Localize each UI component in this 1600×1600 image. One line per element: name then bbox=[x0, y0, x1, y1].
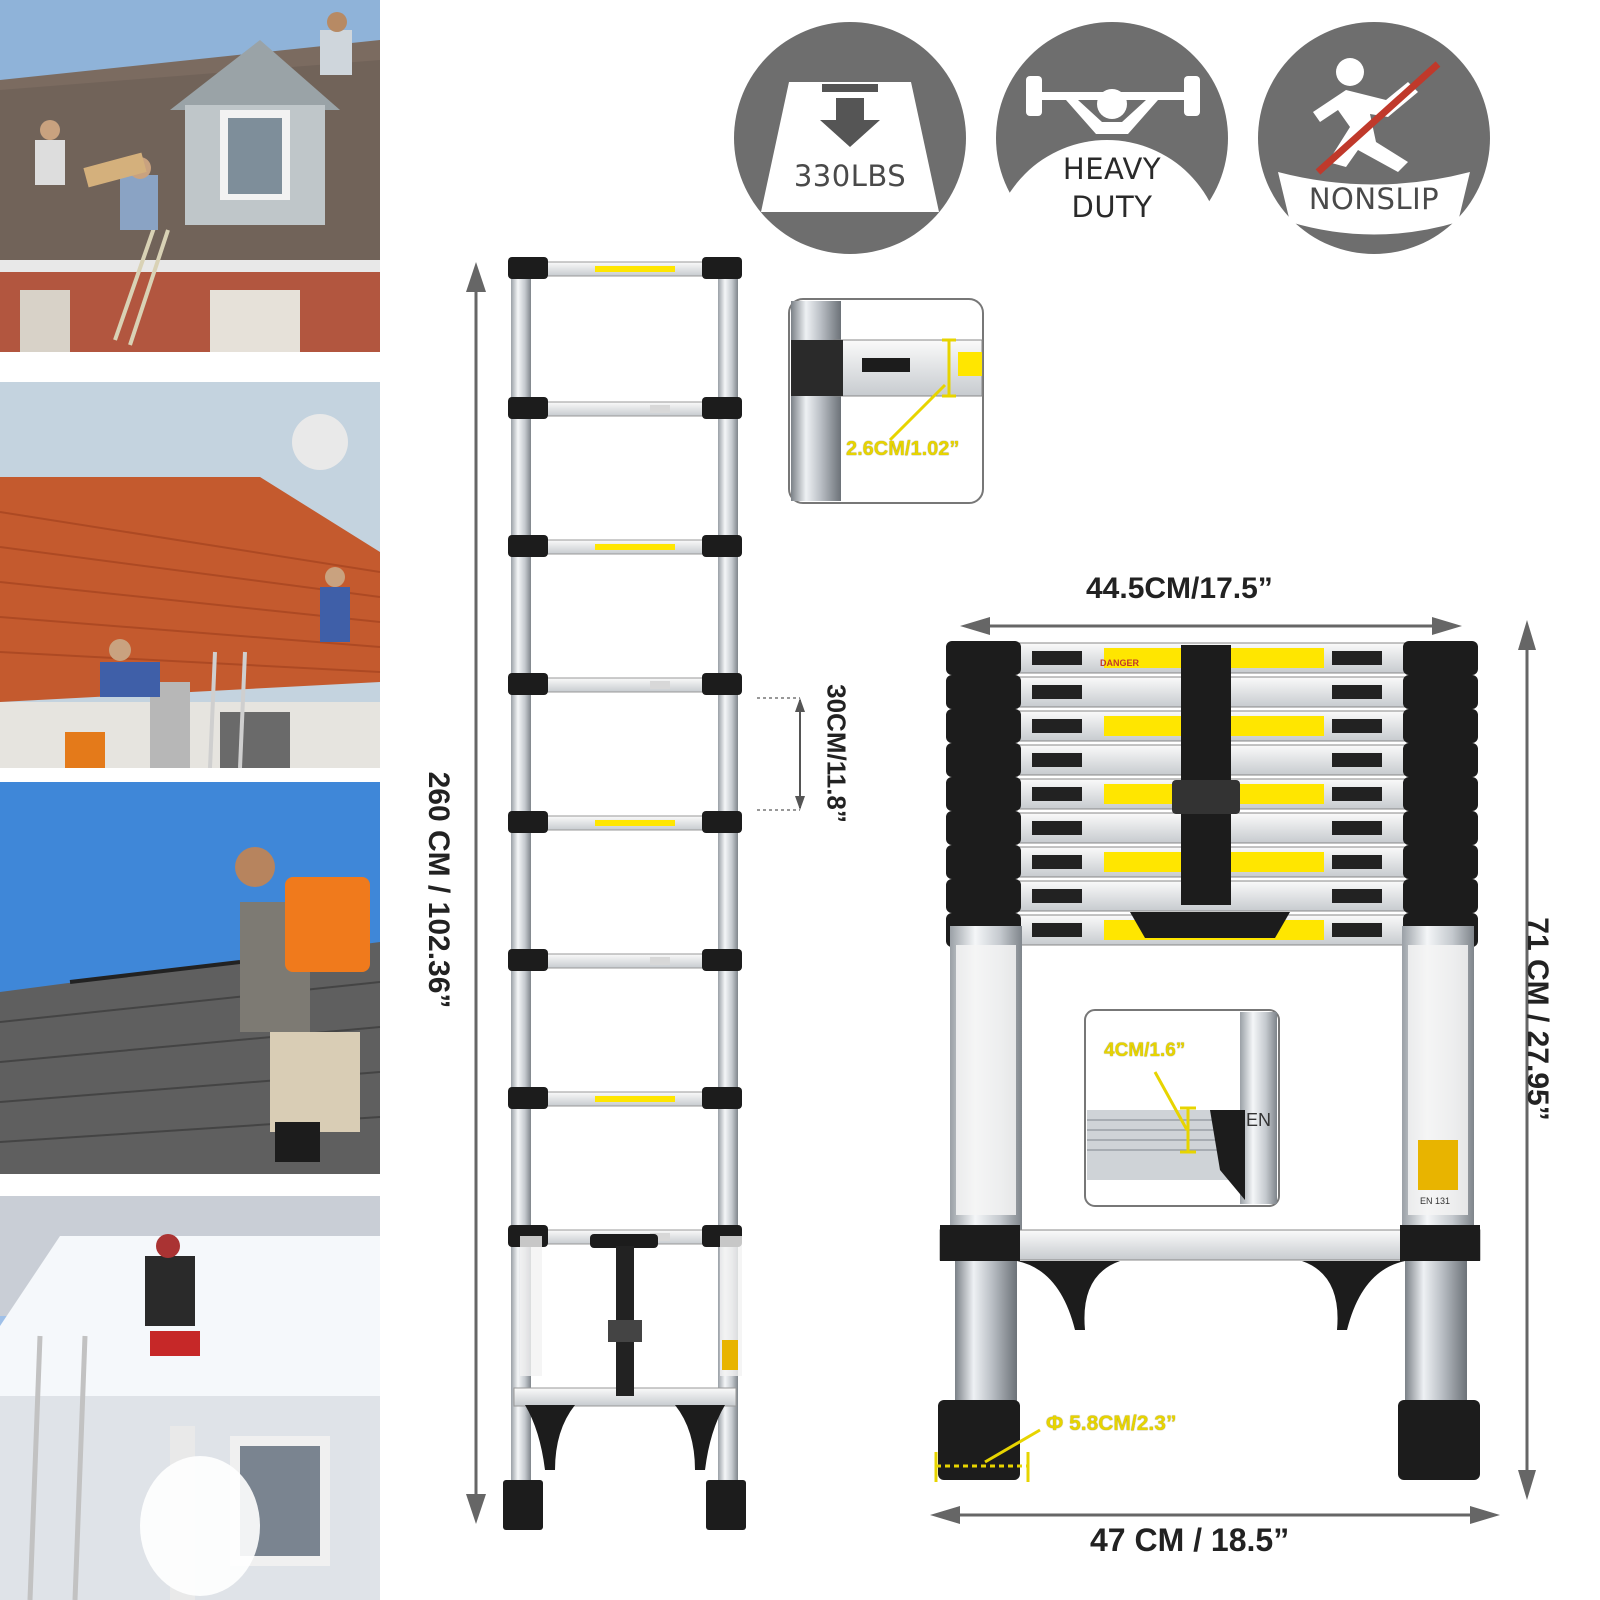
extended-ladder bbox=[503, 257, 746, 1530]
ladder-rung bbox=[508, 673, 742, 695]
ladder-rung bbox=[508, 1087, 742, 1109]
heavy-duty-badge: HEAVY DUTY bbox=[996, 22, 1228, 254]
collapsed-step bbox=[946, 845, 1478, 879]
collapsed-ladder bbox=[938, 641, 1481, 1480]
photo-roof-repair-tiles bbox=[0, 382, 380, 768]
ladder-rung bbox=[508, 811, 742, 833]
capacity-badge: 330LBS bbox=[734, 22, 966, 254]
step-thickness-label: 4CM/1.6” bbox=[1104, 1040, 1186, 1061]
danger-label: DANGER bbox=[1100, 658, 1140, 668]
rung-depth-label: 2.6CM/1.02” bbox=[846, 438, 960, 460]
ladder-rung bbox=[508, 535, 742, 557]
rung-spacing-label: 30CM/11.8” bbox=[821, 684, 852, 823]
nonslip-label: NONSLIP bbox=[1308, 182, 1440, 216]
foot-diameter-label: Φ 5.8CM/2.3” bbox=[1046, 1412, 1177, 1435]
ladder-rung bbox=[508, 397, 742, 419]
en-mark: EN bbox=[1246, 1110, 1272, 1130]
base-width-label: 47 CM / 18.5” bbox=[1090, 1522, 1290, 1558]
step-detail-inset bbox=[1084, 1009, 1280, 1207]
top-width-label: 44.5CM/17.5” bbox=[1086, 572, 1273, 605]
collapsed-step bbox=[946, 811, 1478, 845]
weight-down-icon bbox=[761, 82, 939, 212]
ladder-rung bbox=[508, 949, 742, 971]
photo-snow-removal bbox=[0, 1196, 380, 1600]
extended-height-label: 260 CM / 102.36” bbox=[422, 771, 455, 1009]
capacity-label: 330LBS bbox=[793, 159, 907, 193]
ladder-rung bbox=[508, 257, 742, 279]
rung-detail-inset bbox=[788, 298, 984, 504]
slip-crossed-icon bbox=[1278, 58, 1470, 235]
heavy-duty-label: HEAVY DUTY bbox=[1062, 152, 1162, 224]
weightlifter-icon bbox=[996, 76, 1228, 254]
collapsed-height-label: 71 CM / 27.95” bbox=[1521, 917, 1554, 1121]
en131-label: EN 131 bbox=[1420, 1196, 1451, 1206]
photo-roof-cleaning bbox=[0, 782, 380, 1174]
nonslip-badge: NONSLIP bbox=[1258, 22, 1490, 254]
photo-roof-repair-shingles bbox=[0, 0, 380, 352]
